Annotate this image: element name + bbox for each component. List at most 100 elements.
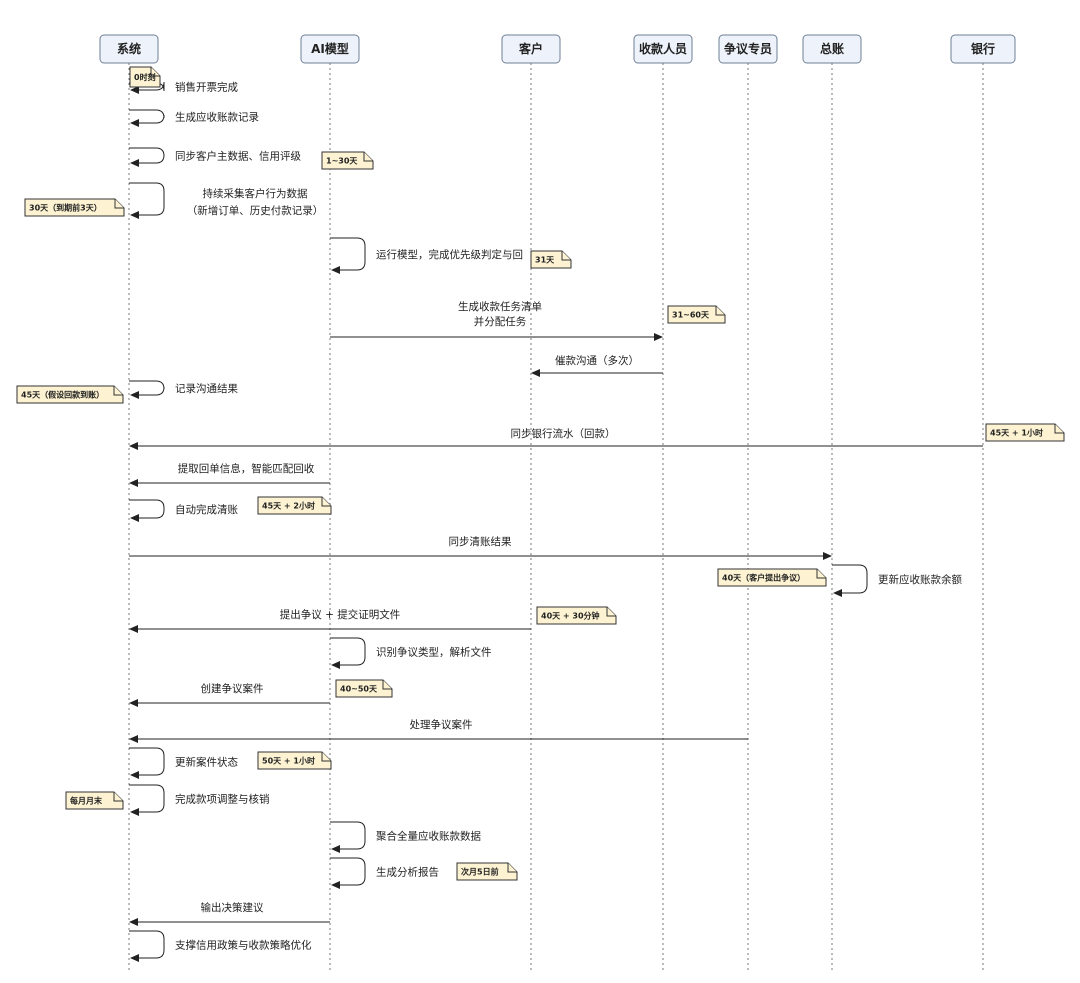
message-1: 生成应收账款记录 bbox=[129, 109, 259, 127]
message-label: 处理争议案件 bbox=[410, 718, 473, 731]
note-box bbox=[16, 385, 124, 404]
message-label: 更新应收账款余额 bbox=[878, 573, 962, 586]
message-7: 记录沟通结果 bbox=[129, 380, 238, 399]
message-label: （新增订单、历史付款记录） bbox=[187, 204, 324, 217]
note-box bbox=[985, 423, 1065, 442]
message-label: 运行模型，完成优先级判定与回 bbox=[376, 248, 523, 261]
note-fold bbox=[113, 386, 123, 396]
note-fold bbox=[363, 152, 373, 162]
note-3: 31天 bbox=[530, 250, 572, 269]
message-label: 提取回单信息，智能匹配回收 bbox=[178, 462, 315, 475]
message-label: 生成分析报告 bbox=[376, 866, 439, 879]
message-label: 提出争议 + 提交证明文件 bbox=[280, 608, 400, 621]
participant-label: 争议专员 bbox=[724, 41, 772, 56]
note-fold bbox=[561, 251, 571, 261]
participant-label: 总账 bbox=[820, 41, 844, 56]
note-12: 每月月末 bbox=[65, 791, 124, 810]
message-4: 运行模型，完成优先级判定与回 bbox=[330, 237, 523, 274]
message-2: 同步客户主数据、信用评级 bbox=[129, 147, 301, 167]
message-label: 支撑信用政策与收款策略优化 bbox=[175, 939, 312, 952]
self-message-arrow bbox=[330, 237, 366, 274]
note-box bbox=[456, 862, 518, 881]
message-6: 催款沟通（多次） bbox=[531, 354, 663, 377]
note-fold bbox=[507, 863, 517, 873]
participant-sys[interactable]: 系统 bbox=[99, 34, 159, 64]
note-fold bbox=[150, 67, 160, 77]
self-message-arrow bbox=[330, 821, 366, 853]
note-fold bbox=[113, 792, 123, 802]
message-label: 记录沟通结果 bbox=[175, 382, 238, 395]
participant-box bbox=[802, 34, 862, 64]
note-fold bbox=[1054, 424, 1064, 434]
note-5: 45天（假设回款到账） bbox=[16, 385, 124, 404]
note-7: 45天 + 2小时 bbox=[257, 496, 332, 515]
self-message-arrow bbox=[129, 499, 165, 522]
message-8: 同步银行流水（回款） bbox=[129, 427, 983, 450]
note-label: 40天（客户提出争议） bbox=[722, 573, 805, 583]
self-message-arrow bbox=[129, 109, 165, 127]
note-fold bbox=[715, 306, 725, 316]
message-label: 生成应收账款记录 bbox=[175, 111, 259, 124]
message-3: 持续采集客户行为数据 （新增订单、历史付款记录） bbox=[129, 182, 324, 219]
note-11: 50天 + 1小时 bbox=[257, 751, 332, 770]
self-message-arrow bbox=[129, 182, 165, 219]
self-message-arrow bbox=[330, 637, 366, 669]
note-8: 40天（客户提出争议） bbox=[717, 568, 827, 587]
message-22: 支撑信用政策与收款策略优化 bbox=[129, 930, 312, 962]
message-14: 识别争议类型，解析文件 bbox=[330, 637, 492, 669]
message-label: 同步银行流水（回款） bbox=[511, 427, 616, 440]
note-6: 45天 + 1小时 bbox=[985, 423, 1065, 442]
note-label: 0时刻 bbox=[134, 72, 156, 82]
note-10: 40~50天 bbox=[335, 679, 393, 698]
participant-box bbox=[950, 34, 1016, 64]
note-label: 50天 + 1小时 bbox=[262, 756, 315, 766]
participant-label: 系统 bbox=[117, 41, 141, 56]
participant-ai[interactable]: AI模型 bbox=[300, 34, 360, 64]
message-label: 识别争议类型，解析文件 bbox=[376, 646, 492, 659]
note-label: 次月5日前 bbox=[461, 867, 499, 877]
note-13: 次月5日前 bbox=[456, 862, 518, 881]
message-15: 创建争议案件 bbox=[129, 682, 330, 707]
participant-gl[interactable]: 总账 bbox=[802, 34, 862, 64]
note-box bbox=[24, 198, 125, 217]
self-message-arrow bbox=[129, 930, 165, 962]
participant-label: AI模型 bbox=[311, 41, 349, 56]
participant-col[interactable]: 收款人员 bbox=[633, 34, 693, 64]
note-4: 31~60天 bbox=[667, 305, 726, 324]
self-message-arrow bbox=[330, 857, 366, 889]
message-20: 生成分析报告 bbox=[330, 857, 439, 889]
note-label: 30天（到期前3天） bbox=[29, 203, 102, 213]
message-21: 输出决策建议 bbox=[129, 901, 330, 926]
note-fold bbox=[816, 569, 826, 579]
note-1: 1~30天 bbox=[321, 151, 374, 170]
participant-box bbox=[501, 34, 561, 64]
participant-disp[interactable]: 争议专员 bbox=[718, 34, 778, 64]
note-box bbox=[65, 791, 124, 810]
message-label: 同步客户主数据、信用评级 bbox=[175, 150, 301, 163]
message-13: 提出争议 + 提交证明文件 bbox=[129, 608, 531, 633]
participant-box bbox=[718, 34, 778, 64]
participant-box bbox=[99, 34, 159, 64]
note-label: 31~60天 bbox=[672, 311, 710, 320]
note-label: 45天 + 1小时 bbox=[990, 428, 1043, 438]
note-2: 30天（到期前3天） bbox=[24, 198, 125, 217]
message-label: 聚合全量应收账款数据 bbox=[376, 830, 481, 843]
note-fold bbox=[606, 607, 616, 617]
note-fold bbox=[321, 497, 331, 507]
note-label: 45天（假设回款到账） bbox=[21, 390, 104, 400]
participant-bank[interactable]: 银行 bbox=[950, 34, 1016, 64]
note-label: 31天 bbox=[535, 256, 555, 265]
participant-label: 银行 bbox=[971, 41, 995, 56]
participant-box bbox=[300, 34, 360, 64]
participant-box bbox=[633, 34, 693, 64]
message-label: 持续采集客户行为数据 bbox=[203, 187, 308, 200]
note-box bbox=[335, 679, 393, 698]
participant-label: 客户 bbox=[518, 41, 543, 56]
note-label: 40天 + 30分钟 bbox=[541, 611, 600, 621]
participant-cust[interactable]: 客户 bbox=[501, 34, 561, 64]
note-fold bbox=[382, 680, 392, 690]
self-message-arrow bbox=[129, 380, 165, 399]
message-label: 催款沟通（多次） bbox=[555, 354, 639, 367]
message-12: 更新应收账款余额 bbox=[832, 564, 962, 597]
